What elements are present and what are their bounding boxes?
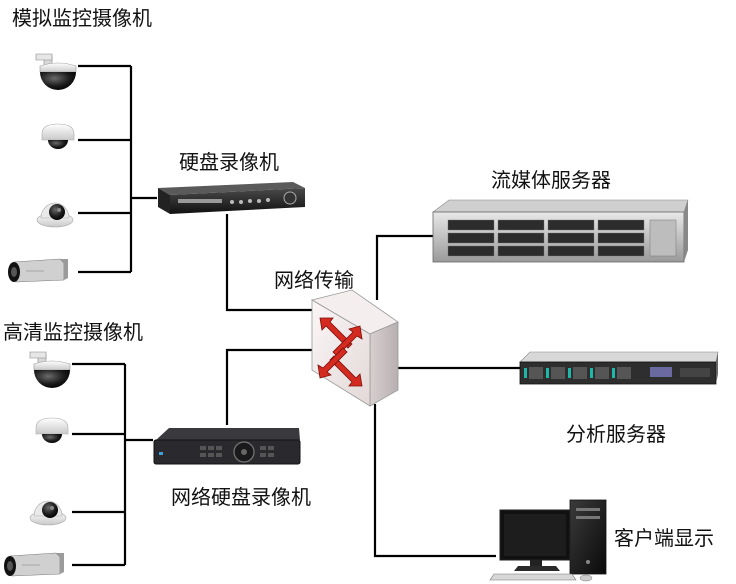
mini-dome-camera-icon	[35, 417, 69, 444]
analog-cameras-label: 模拟监控摄像机	[12, 6, 152, 30]
client-display-label: 客户端显示	[614, 526, 714, 550]
network-switch-icon	[310, 289, 399, 407]
box-camera-icon	[3, 552, 65, 577]
hd-cameras-label: 高清监控摄像机	[3, 320, 143, 344]
ptz-dome-camera-icon	[29, 351, 71, 389]
streaming-server-label: 流媒体服务器	[491, 168, 611, 192]
desktop-computer-icon	[489, 499, 607, 582]
hd-camera-group	[3, 351, 71, 577]
dome-camera-icon	[29, 500, 67, 526]
box-camera-icon	[7, 258, 69, 283]
switch-arrows	[317, 317, 363, 387]
network-label: 网络传输	[274, 268, 354, 292]
mini-dome-camera-icon	[41, 123, 75, 150]
analog-camera-group	[7, 53, 77, 283]
rack-server-2u-icon	[432, 199, 689, 263]
dvr-label: 硬盘录像机	[179, 150, 279, 174]
rack-server-1u-icon	[519, 351, 719, 385]
analysis-server-label: 分析服务器	[566, 422, 666, 446]
dvr-icon	[158, 182, 305, 214]
nvr-label: 网络硬盘录像机	[171, 485, 311, 509]
connection-lines	[72, 64, 520, 567]
dome-camera-icon	[36, 202, 74, 228]
nvr-icon	[153, 428, 301, 465]
ptz-dome-camera-icon	[35, 53, 77, 91]
